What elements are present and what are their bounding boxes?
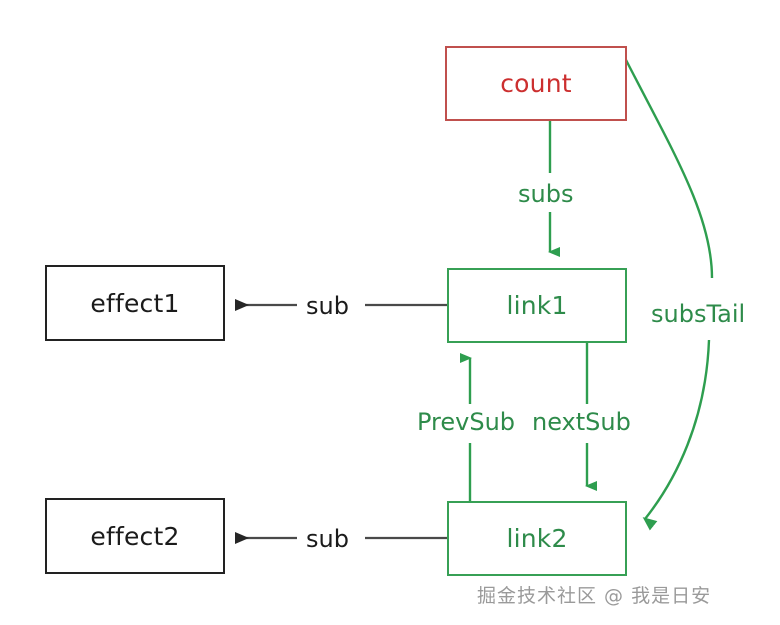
node-link1[interactable]: link1 bbox=[447, 268, 627, 343]
edge-label-subs: subs bbox=[518, 180, 574, 208]
edge-label-subs-tail: subsTail bbox=[651, 300, 746, 328]
edge-label-prev-sub: PrevSub bbox=[417, 408, 516, 436]
edge-subs-tail bbox=[623, 57, 714, 531]
node-effect2[interactable]: effect2 bbox=[45, 498, 225, 574]
node-effect1-label: effect1 bbox=[90, 288, 180, 318]
edge-label-sub-bottom: sub bbox=[306, 525, 349, 553]
node-effect2-label: effect2 bbox=[90, 521, 180, 551]
edge-label-sub-top: sub bbox=[306, 292, 349, 320]
watermark-text: 掘金技术社区 @ 我是日安 bbox=[477, 585, 712, 607]
node-effect1[interactable]: effect1 bbox=[45, 265, 225, 341]
node-count[interactable]: count bbox=[445, 46, 627, 121]
node-link1-label: link1 bbox=[506, 291, 568, 320]
node-count-label: count bbox=[500, 69, 572, 98]
node-link2[interactable]: link2 bbox=[447, 501, 627, 576]
node-link2-label: link2 bbox=[506, 524, 568, 553]
edge-label-next-sub: nextSub bbox=[532, 408, 631, 436]
